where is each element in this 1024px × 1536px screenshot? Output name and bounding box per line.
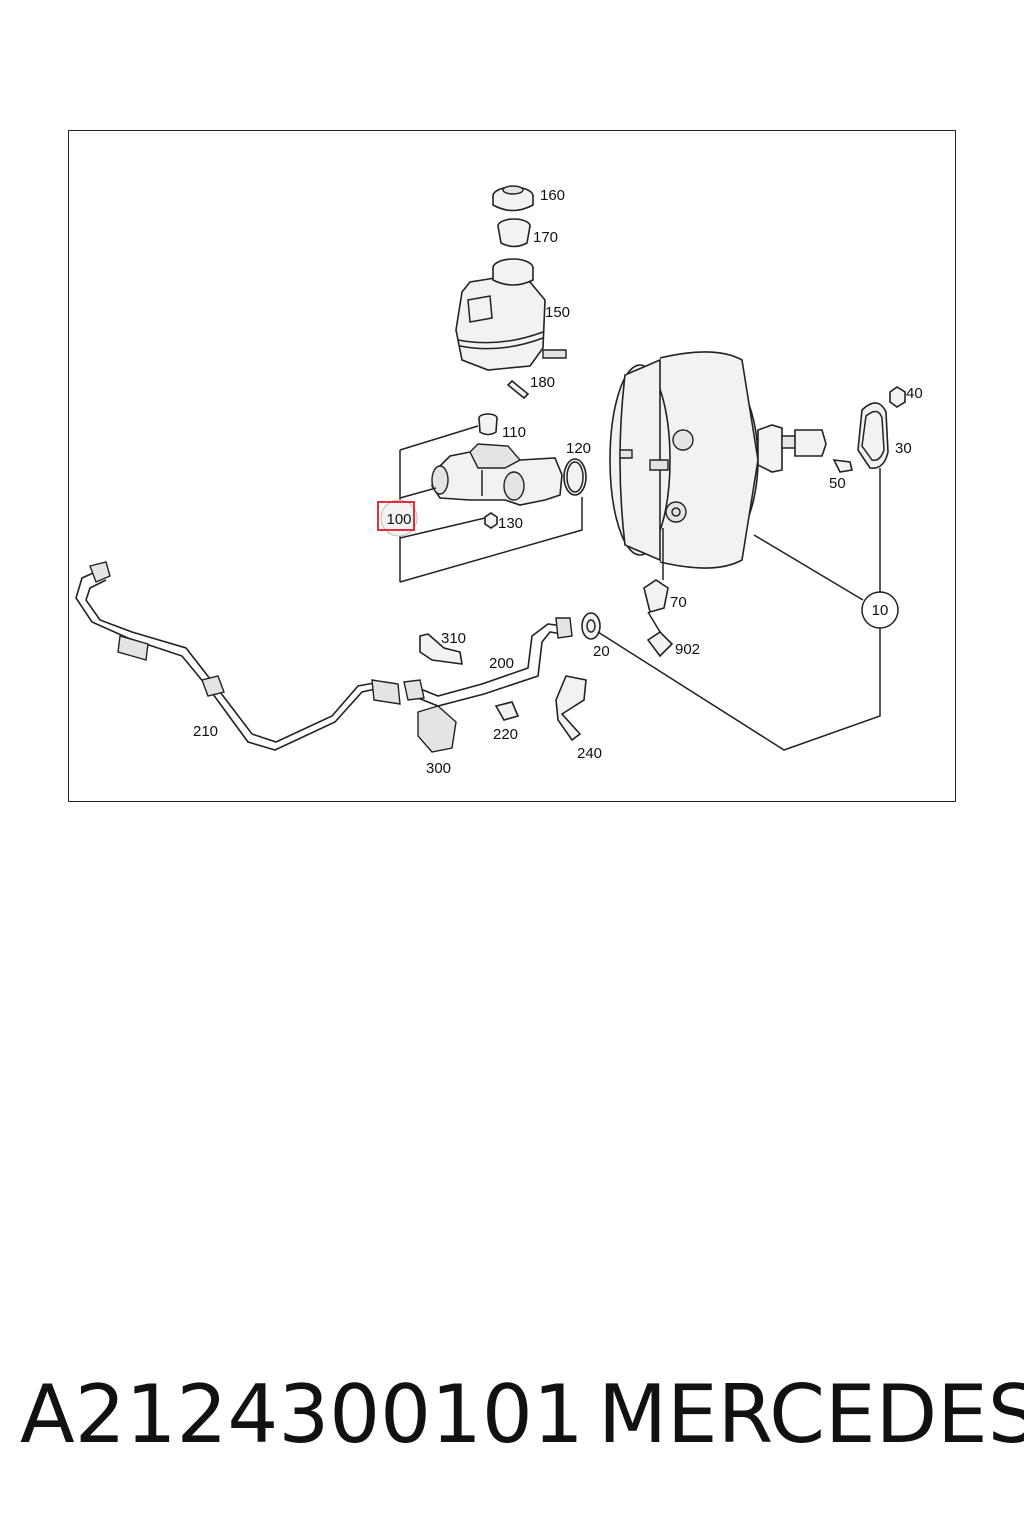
brake-fluid-reservoir-drawing xyxy=(455,258,567,371)
callout-200: 200 xyxy=(489,655,514,672)
callout-100-highlighted[interactable]: 100 xyxy=(377,499,418,537)
callout-240: 240 xyxy=(577,745,602,762)
check-valve-300-drawing xyxy=(417,705,457,753)
leader-lines-100 xyxy=(399,425,583,583)
clip-220-drawing xyxy=(494,701,520,721)
callout-130: 130 xyxy=(498,515,523,532)
highlight-box xyxy=(377,501,415,531)
nut-drawing xyxy=(484,512,498,529)
callout-10-circle: 10 xyxy=(861,591,899,629)
bolt-drawing xyxy=(832,459,853,473)
connector-drawing xyxy=(646,611,674,658)
seal-ring-drawing xyxy=(497,218,531,248)
seal-washer-drawing xyxy=(581,612,601,640)
callout-100: 100 xyxy=(386,511,411,528)
brand-name: MERCEDES xyxy=(598,1368,1024,1461)
vacuum-line-200-drawing xyxy=(403,617,573,707)
part-number: A2124300101 xyxy=(20,1368,584,1461)
callout-50: 50 xyxy=(829,475,846,492)
callout-40: 40 xyxy=(906,385,923,402)
callout-120: 120 xyxy=(566,440,591,457)
vacuum-sensor-drawing xyxy=(643,528,669,613)
parts-diagram-frame xyxy=(68,130,956,802)
callout-170: 170 xyxy=(533,229,558,246)
callout-180: 180 xyxy=(530,374,555,391)
grommet-drawing xyxy=(478,413,498,436)
callout-110: 110 xyxy=(502,424,526,441)
callout-70: 70 xyxy=(670,594,687,611)
clip-240-drawing xyxy=(555,675,587,742)
flange-nut-drawing xyxy=(889,386,906,408)
callout-310: 310 xyxy=(441,630,466,647)
caption: A2124300101 MERCEDES xyxy=(0,1368,1024,1478)
vacuum-line-210-drawing xyxy=(75,561,401,751)
reservoir-cap-drawing xyxy=(492,185,534,212)
callout-20: 20 xyxy=(593,643,610,660)
callout-210: 210 xyxy=(193,723,218,740)
master-cylinder-drawing xyxy=(431,443,563,506)
callout-150: 150 xyxy=(545,304,570,321)
exploded-parts-diagram: 160 170 150 180 110 120 130 40 30 50 70 … xyxy=(75,185,923,777)
brake-booster-drawing xyxy=(609,351,827,569)
leader-lines-10 xyxy=(597,468,881,751)
gasket-drawing xyxy=(857,402,889,469)
bracket-310-drawing xyxy=(419,633,463,665)
callout-902: 902 xyxy=(675,641,700,658)
callout-160: 160 xyxy=(540,187,565,204)
callout-10: 10 xyxy=(872,602,889,619)
callout-300: 300 xyxy=(426,760,451,777)
callout-220: 220 xyxy=(493,726,518,743)
pin-drawing xyxy=(506,379,530,400)
o-ring-drawing xyxy=(563,458,587,496)
callout-30: 30 xyxy=(895,440,912,457)
